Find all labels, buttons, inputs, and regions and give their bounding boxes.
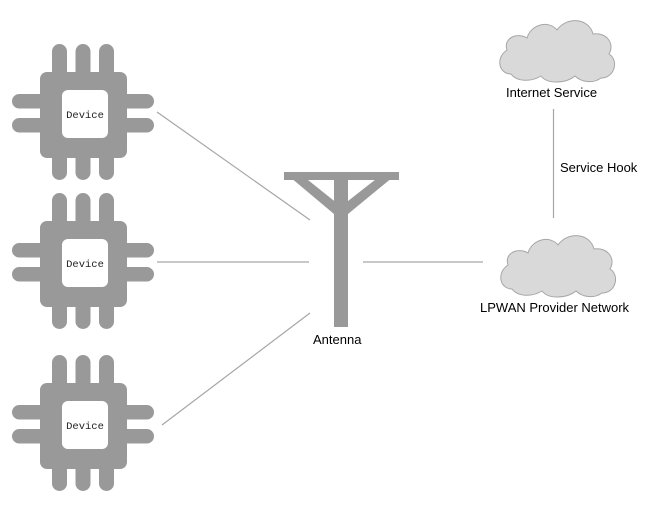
device-chip-1[interactable]: Device [12, 44, 154, 180]
internet-service-label: Internet Service [506, 85, 598, 100]
device-label: Device [66, 259, 104, 271]
lpwan-provider-cloud[interactable] [500, 235, 617, 298]
cloud-icon [500, 235, 617, 298]
link-device-3-antenna [161, 312, 311, 426]
link-device-1-antenna [156, 111, 311, 221]
device-chip-2[interactable]: Device [12, 193, 154, 329]
device-chip-3[interactable]: Device [12, 355, 154, 491]
lpwan-provider-label: LPWAN Provider Network [480, 300, 630, 315]
cloud-icon [499, 20, 616, 83]
device-label: Device [66, 110, 104, 122]
device-label: Device [66, 421, 104, 433]
chip-core [62, 239, 108, 287]
chip-core [62, 401, 108, 449]
service-hook-label: Service Hook [560, 160, 638, 175]
antenna-icon[interactable] [284, 172, 399, 327]
chip-core [62, 90, 108, 138]
internet-service-cloud[interactable] [499, 20, 616, 83]
antenna-label: Antenna [313, 332, 362, 347]
